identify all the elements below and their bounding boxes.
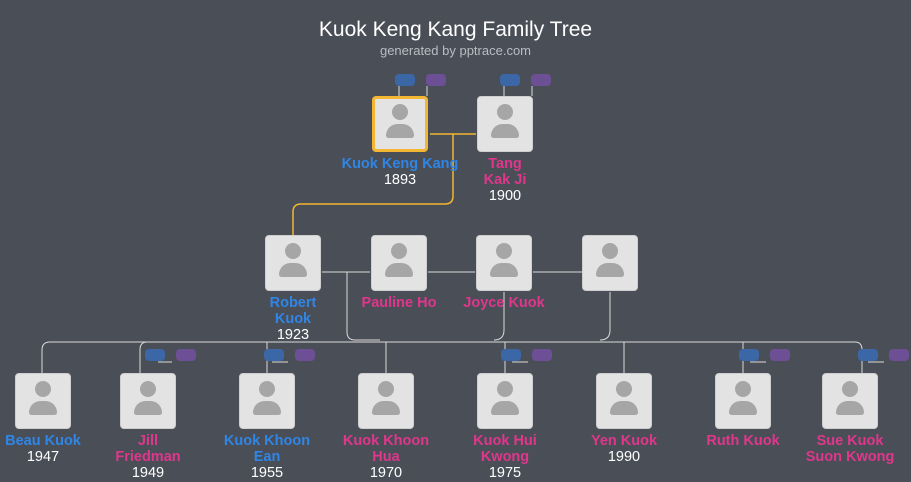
person-birth-year: 1955 bbox=[250, 465, 284, 481]
person-name: Pauline Ho bbox=[361, 295, 437, 311]
person-name: Jill Friedman bbox=[115, 433, 181, 465]
avatar bbox=[358, 373, 414, 429]
avatar bbox=[265, 235, 321, 291]
pill-connector-2 bbox=[503, 86, 533, 96]
person-name: Kuok Khoon Hua bbox=[342, 433, 430, 465]
person-card[interactable]: Yen Kuok 1990 bbox=[564, 373, 684, 465]
children-toggle-pill[interactable] bbox=[770, 349, 790, 361]
avatar bbox=[477, 96, 533, 152]
avatar bbox=[239, 373, 295, 429]
person-birth-year: 1893 bbox=[383, 172, 417, 188]
person-name: Sue Kuok Suon Kwong bbox=[805, 433, 895, 465]
person-name: Tang Kak Ji bbox=[483, 156, 527, 188]
person-card[interactable]: Kuok Hui Kwong 1975 bbox=[445, 373, 565, 481]
children-toggle-pill[interactable] bbox=[426, 74, 446, 86]
pill-connector-1 bbox=[398, 86, 428, 96]
person-card[interactable]: Pauline Ho bbox=[339, 235, 459, 311]
person-card[interactable]: Robert Kuok 1923 bbox=[233, 235, 353, 343]
avatar bbox=[582, 235, 638, 291]
spouse-toggle-pill[interactable] bbox=[264, 349, 284, 361]
spouse-toggle-pill[interactable] bbox=[500, 74, 520, 86]
children-toggle-pill[interactable] bbox=[176, 349, 196, 361]
person-name: Robert Kuok bbox=[269, 295, 317, 327]
person-card[interactable]: Sue Kuok Suon Kwong bbox=[790, 373, 910, 465]
descent-line-1 bbox=[346, 272, 380, 341]
spouse-toggle-pill[interactable] bbox=[145, 349, 165, 361]
avatar bbox=[372, 96, 428, 152]
avatar bbox=[15, 373, 71, 429]
person-card[interactable]: Tang Kak Ji 1900 bbox=[445, 96, 565, 204]
person-card[interactable]: Kuok Keng Kang 1893 bbox=[340, 96, 460, 188]
person-card[interactable]: Kuok Khoon Ean 1955 bbox=[207, 373, 327, 481]
person-birth-year: 1949 bbox=[131, 465, 165, 481]
descent-line-robert bbox=[292, 134, 454, 236]
person-birth-year: 1975 bbox=[488, 465, 522, 481]
person-card[interactable]: Ruth Kuok bbox=[683, 373, 803, 449]
children-toggle-pill[interactable] bbox=[889, 349, 909, 361]
person-birth-year: 1923 bbox=[276, 327, 310, 343]
person-birth-year: 1947 bbox=[26, 449, 60, 465]
person-birth-year: 1990 bbox=[607, 449, 641, 465]
person-name: Joyce Kuok bbox=[463, 295, 545, 311]
avatar bbox=[596, 373, 652, 429]
page-title: Kuok Keng Kang Family Tree bbox=[318, 18, 593, 41]
children-toggle-pill[interactable] bbox=[295, 349, 315, 361]
spouse-toggle-pill[interactable] bbox=[739, 349, 759, 361]
children-toggle-pill[interactable] bbox=[531, 74, 551, 86]
person-card[interactable]: Beau Kuok 1947 bbox=[0, 373, 103, 465]
avatar bbox=[477, 373, 533, 429]
avatar bbox=[120, 373, 176, 429]
person-card[interactable] bbox=[550, 235, 670, 295]
spouse-toggle-pill[interactable] bbox=[395, 74, 415, 86]
person-name: Yen Kuok bbox=[590, 433, 658, 449]
person-name: Ruth Kuok bbox=[706, 433, 780, 449]
avatar bbox=[822, 373, 878, 429]
spouse-toggle-pill[interactable] bbox=[501, 349, 521, 361]
children-toggle-pill[interactable] bbox=[532, 349, 552, 361]
avatar bbox=[715, 373, 771, 429]
avatar bbox=[371, 235, 427, 291]
person-name: Kuok Khoon Ean bbox=[223, 433, 311, 465]
person-name: Beau Kuok bbox=[5, 433, 81, 449]
spouse-toggle-pill[interactable] bbox=[858, 349, 878, 361]
avatar bbox=[476, 235, 532, 291]
person-name: Kuok Hui Kwong bbox=[473, 433, 537, 465]
person-birth-year: 1970 bbox=[369, 465, 403, 481]
page-subtitle: generated by pptrace.com bbox=[379, 43, 532, 58]
person-card[interactable]: Joyce Kuok bbox=[444, 235, 564, 311]
descent-line-3 bbox=[599, 292, 611, 341]
person-card[interactable]: Jill Friedman 1949 bbox=[88, 373, 208, 481]
person-card[interactable]: Kuok Khoon Hua 1970 bbox=[326, 373, 446, 481]
person-birth-year: 1900 bbox=[488, 188, 522, 204]
person-name: Kuok Keng Kang bbox=[341, 156, 459, 172]
descent-line-2 bbox=[493, 292, 505, 341]
